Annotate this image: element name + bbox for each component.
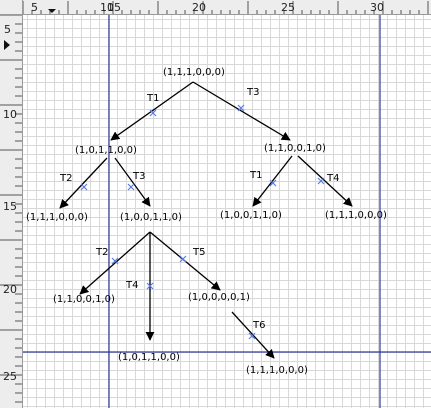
transition-label-t5: T5 (192, 247, 205, 258)
transition-label-t4b: T4 (125, 280, 138, 291)
edge-root-to-n1[interactable] (110, 81, 194, 141)
ruler-top-label-5: 5 (31, 1, 38, 14)
transition-label-t1b: T1 (249, 170, 262, 181)
transition-label-t2b: T2 (95, 247, 108, 258)
ruler-top-label-20: 20 (192, 1, 206, 14)
node-label-n1[interactable]: (1,0,1,1,0,0) (75, 145, 137, 156)
transition-marker-t3a[interactable] (237, 104, 245, 112)
diagram-canvas[interactable] (23, 15, 431, 408)
transition-marker-t4a[interactable] (317, 177, 325, 185)
vertical-ruler-svg: 5 10 15 20 25 (0, 14, 22, 403)
edge-n1-to-n3[interactable] (59, 157, 108, 209)
transition-marker-t1b[interactable] (269, 179, 277, 187)
node-label-n10[interactable]: (1,1,1,0,0,0) (246, 365, 308, 376)
edge-n2-to-n5[interactable] (252, 155, 293, 207)
node-label-n9[interactable]: (1,0,0,0,0,1) (188, 292, 250, 303)
ruler-indent-marker-icon[interactable] (48, 9, 56, 13)
transition-marker-t3b[interactable] (127, 183, 135, 191)
ruler-top-label-10: 10 (100, 1, 114, 14)
transition-marker-t2b[interactable] (111, 257, 119, 265)
horizontal-ruler-ticks (22, 1, 429, 14)
ruler-corner (0, 0, 23, 15)
transition-label-t3b: T3 (132, 171, 145, 182)
ruler-top-label-25: 25 (281, 1, 295, 14)
transition-marker-t2a[interactable] (80, 183, 88, 191)
node-label-n5[interactable]: (1,0,0,1,1,0) (220, 210, 282, 221)
ruler-marker-icon[interactable] (4, 40, 10, 50)
ruler-left-label-5: 5 (4, 23, 11, 36)
transition-label-t1a: T1 (146, 93, 159, 104)
node-label-n6[interactable]: (1,1,1,0,0,0) (325, 210, 387, 221)
transition-label-t4a: T4 (326, 173, 339, 184)
ruler-left-label-20: 20 (3, 283, 17, 296)
edge-root-to-n2[interactable] (192, 81, 291, 141)
transition-marker-t1a[interactable] (149, 109, 157, 117)
node-label-n8[interactable]: (1,0,1,1,0,0) (118, 352, 180, 363)
transition-marker-t5[interactable] (179, 255, 187, 263)
node-label-n2[interactable]: (1,1,0,0,1,0) (264, 143, 326, 154)
horizontal-ruler[interactable]: 5 10 15 20 25 30 (0, 0, 431, 15)
transition-marker-t4b[interactable] (146, 282, 154, 290)
edge-n1-to-n4[interactable] (114, 157, 151, 207)
node-label-root[interactable]: (1,1,1,0,0,0) (163, 67, 225, 78)
ruler-top-label-30: 30 (370, 1, 384, 14)
transition-marker-t6[interactable] (248, 332, 256, 340)
edge-n4-to-n7[interactable] (79, 231, 151, 295)
ruler-top-label-15: 15 (107, 1, 121, 14)
ruler-left-label-10: 10 (3, 108, 17, 121)
node-label-n7[interactable]: (1,1,0,0,1,0) (53, 294, 115, 305)
edge-n2-to-n6[interactable] (297, 155, 353, 207)
vertical-ruler-ticks (0, 14, 22, 403)
node-label-n3[interactable]: (1,1,1,0,0,0) (26, 212, 88, 223)
transition-label-t6: T6 (252, 320, 265, 331)
transition-label-t3a: T3 (246, 87, 259, 98)
vertical-ruler[interactable]: 5 10 15 20 25 (0, 0, 23, 408)
ruler-left-label-25: 25 (3, 370, 17, 383)
transition-label-t2a: T2 (59, 173, 72, 184)
node-label-n4[interactable]: (1,0,0,1,1,0) (120, 212, 182, 223)
ruler-left-label-15: 15 (3, 200, 17, 213)
horizontal-ruler-svg: 5 10 15 20 25 30 (22, 1, 429, 14)
